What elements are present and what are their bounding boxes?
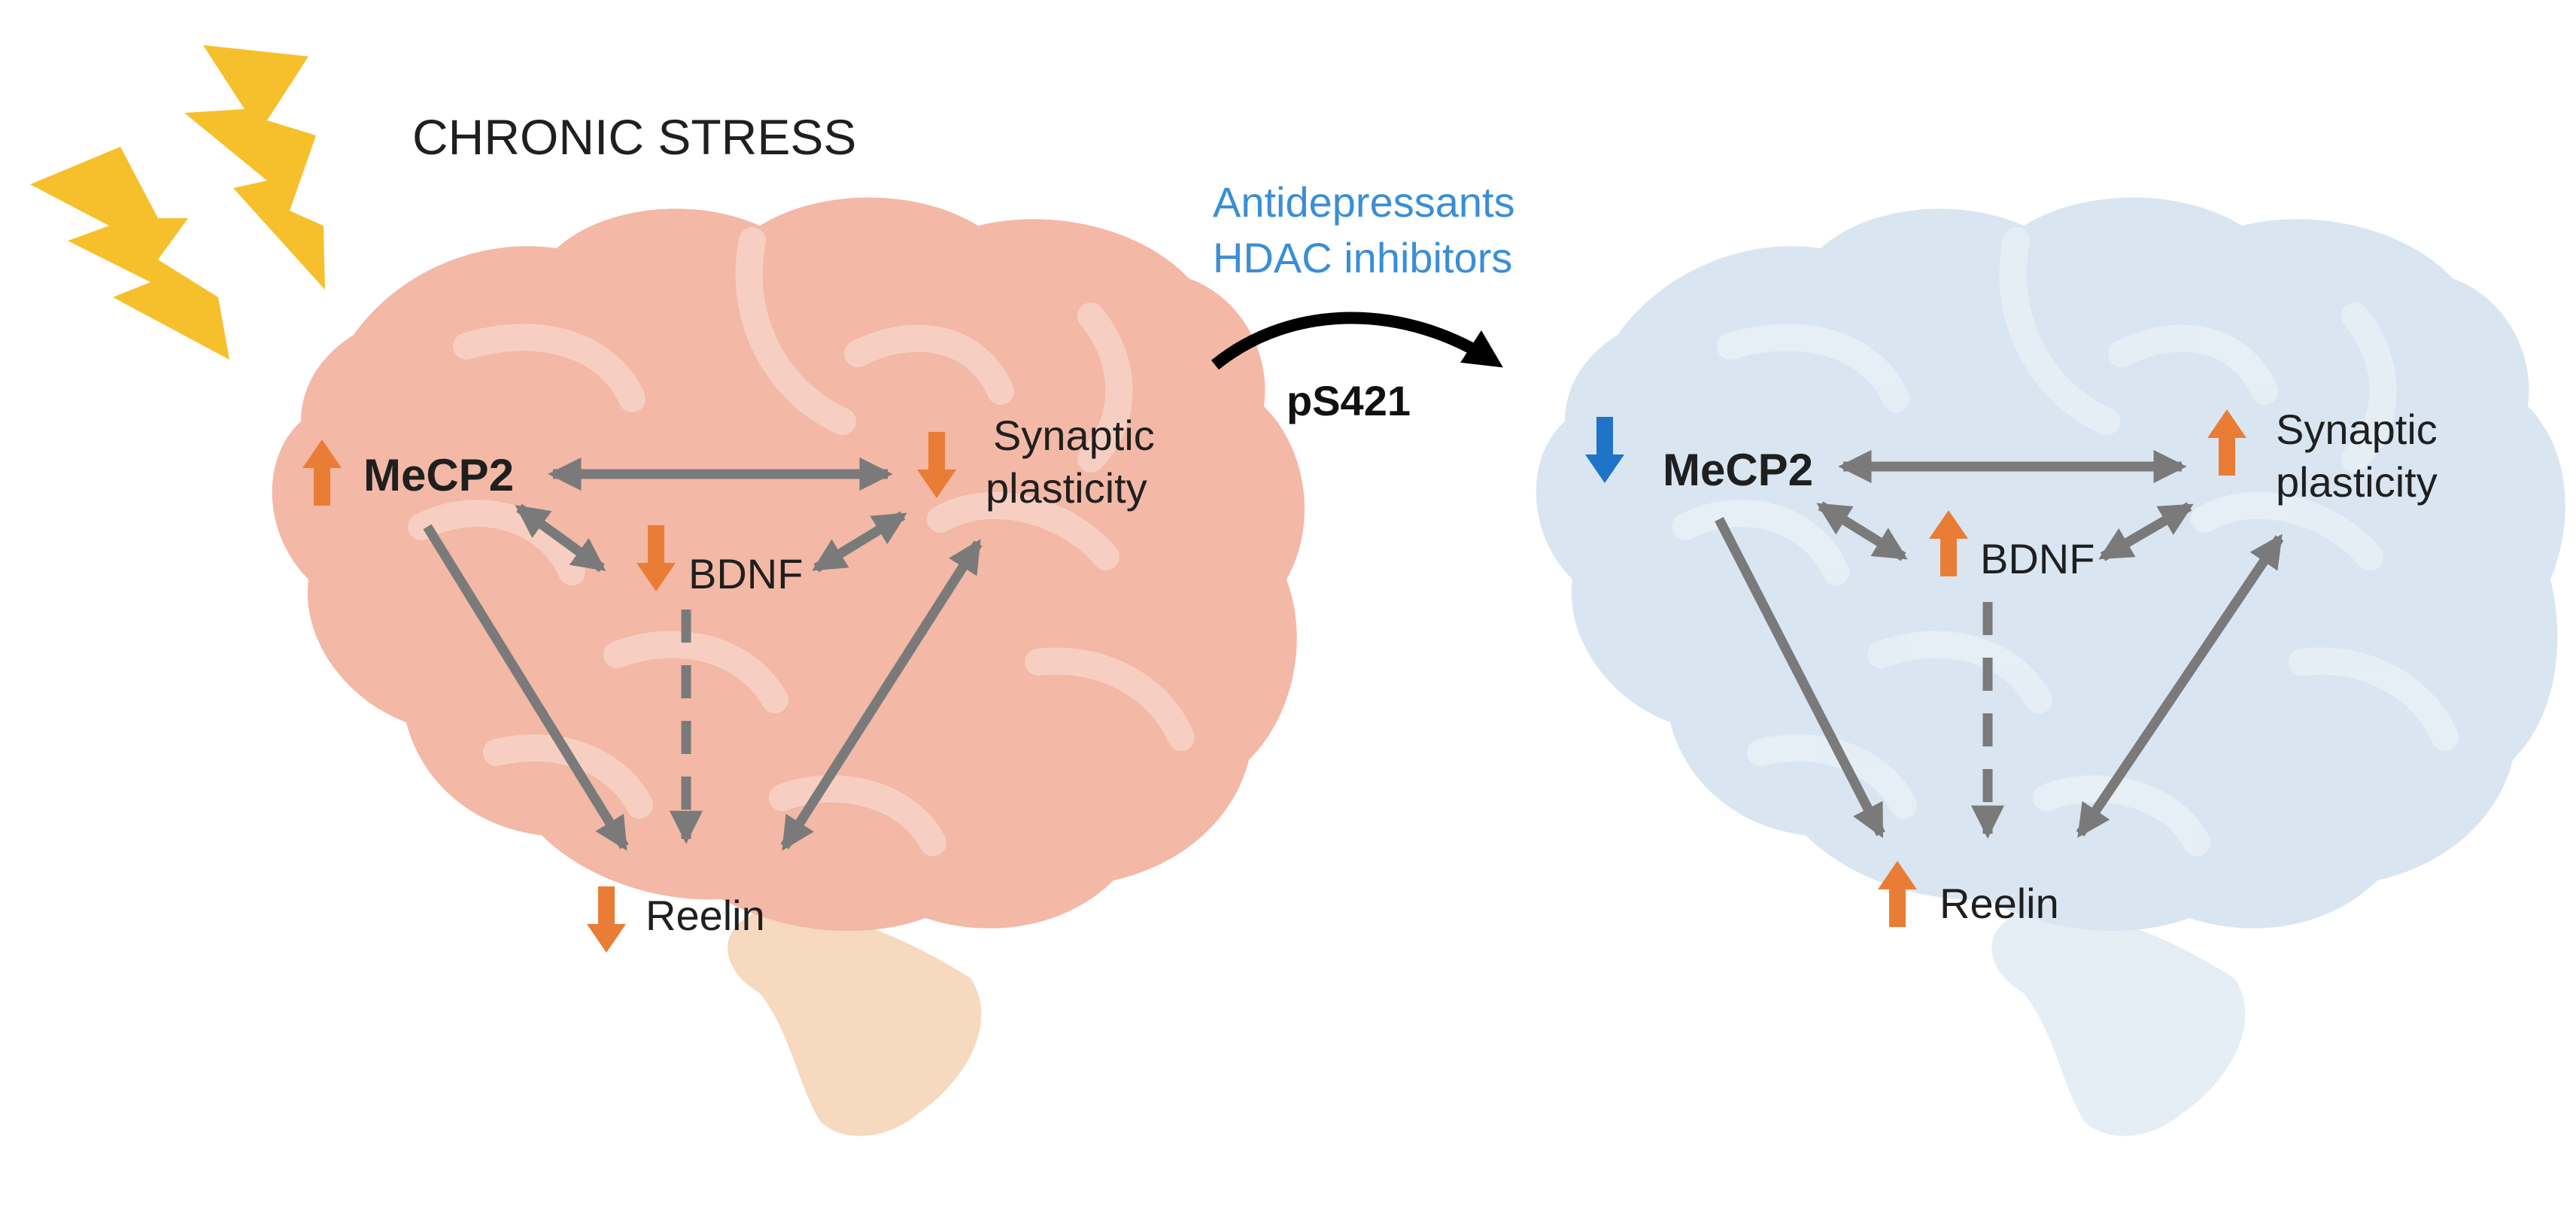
treatment-hdac-inhibitors-label: HDAC inhibitors xyxy=(1213,234,1512,281)
phosphorylation-pS421-label: pS421 xyxy=(1286,377,1411,424)
right-mecp2-label: MeCP2 xyxy=(1663,445,1813,495)
lightning-icon xyxy=(184,45,325,290)
right-bdnf-label: BDNF xyxy=(1980,535,2095,582)
curved-arrow-icon xyxy=(1211,312,1503,370)
mecp2-change-arrow-icon xyxy=(302,439,342,506)
brain-icon xyxy=(1536,197,2565,1136)
left-mecp2-label: MeCP2 xyxy=(363,450,514,500)
lightning-icon xyxy=(184,45,325,290)
reelin-change-arrow-icon xyxy=(1878,861,1917,927)
treatment-antidepressants-label: Antidepressants xyxy=(1213,178,1515,226)
left-synaptic-label: Synaptic xyxy=(993,412,1155,459)
right-network-connectors xyxy=(1715,449,2284,839)
lightning-icon xyxy=(30,147,229,360)
mecp2-bdnf-connector xyxy=(515,503,606,573)
mecp2-bdnf-connector xyxy=(1816,501,1908,561)
chronic-stress-title: CHRONIC STRESS xyxy=(412,109,856,165)
reelin-synaptic-connector xyxy=(780,539,983,851)
right-synaptic-label: Synaptic xyxy=(2276,406,2438,453)
mecp2-reelin-connector xyxy=(1715,517,1885,838)
synaptic-change-arrow-icon xyxy=(2207,409,2246,476)
reelin-change-arrow-icon xyxy=(587,886,626,953)
left-reelin-label: Reelin xyxy=(646,892,765,939)
synaptic-change-arrow-icon xyxy=(917,432,956,498)
left-bdnf-label: BDNF xyxy=(688,550,803,597)
right-plasticity-label: plasticity xyxy=(2276,458,2438,506)
bdnf-change-arrow-icon xyxy=(1929,510,1968,576)
right-reelin-label: Reelin xyxy=(1940,880,2059,927)
left-network-connectors xyxy=(423,457,983,851)
bdnf-change-arrow-icon xyxy=(636,525,676,591)
mecp2-reelin-connector xyxy=(423,524,629,851)
change-indicators xyxy=(302,409,2246,953)
reelin-synaptic-connector xyxy=(2076,534,2284,838)
left-plasticity-label: plasticity xyxy=(986,464,1147,512)
lightning-icon xyxy=(30,147,229,360)
brain-icon xyxy=(272,197,1305,1136)
mecp2-change-arrow-icon xyxy=(1585,417,1624,483)
